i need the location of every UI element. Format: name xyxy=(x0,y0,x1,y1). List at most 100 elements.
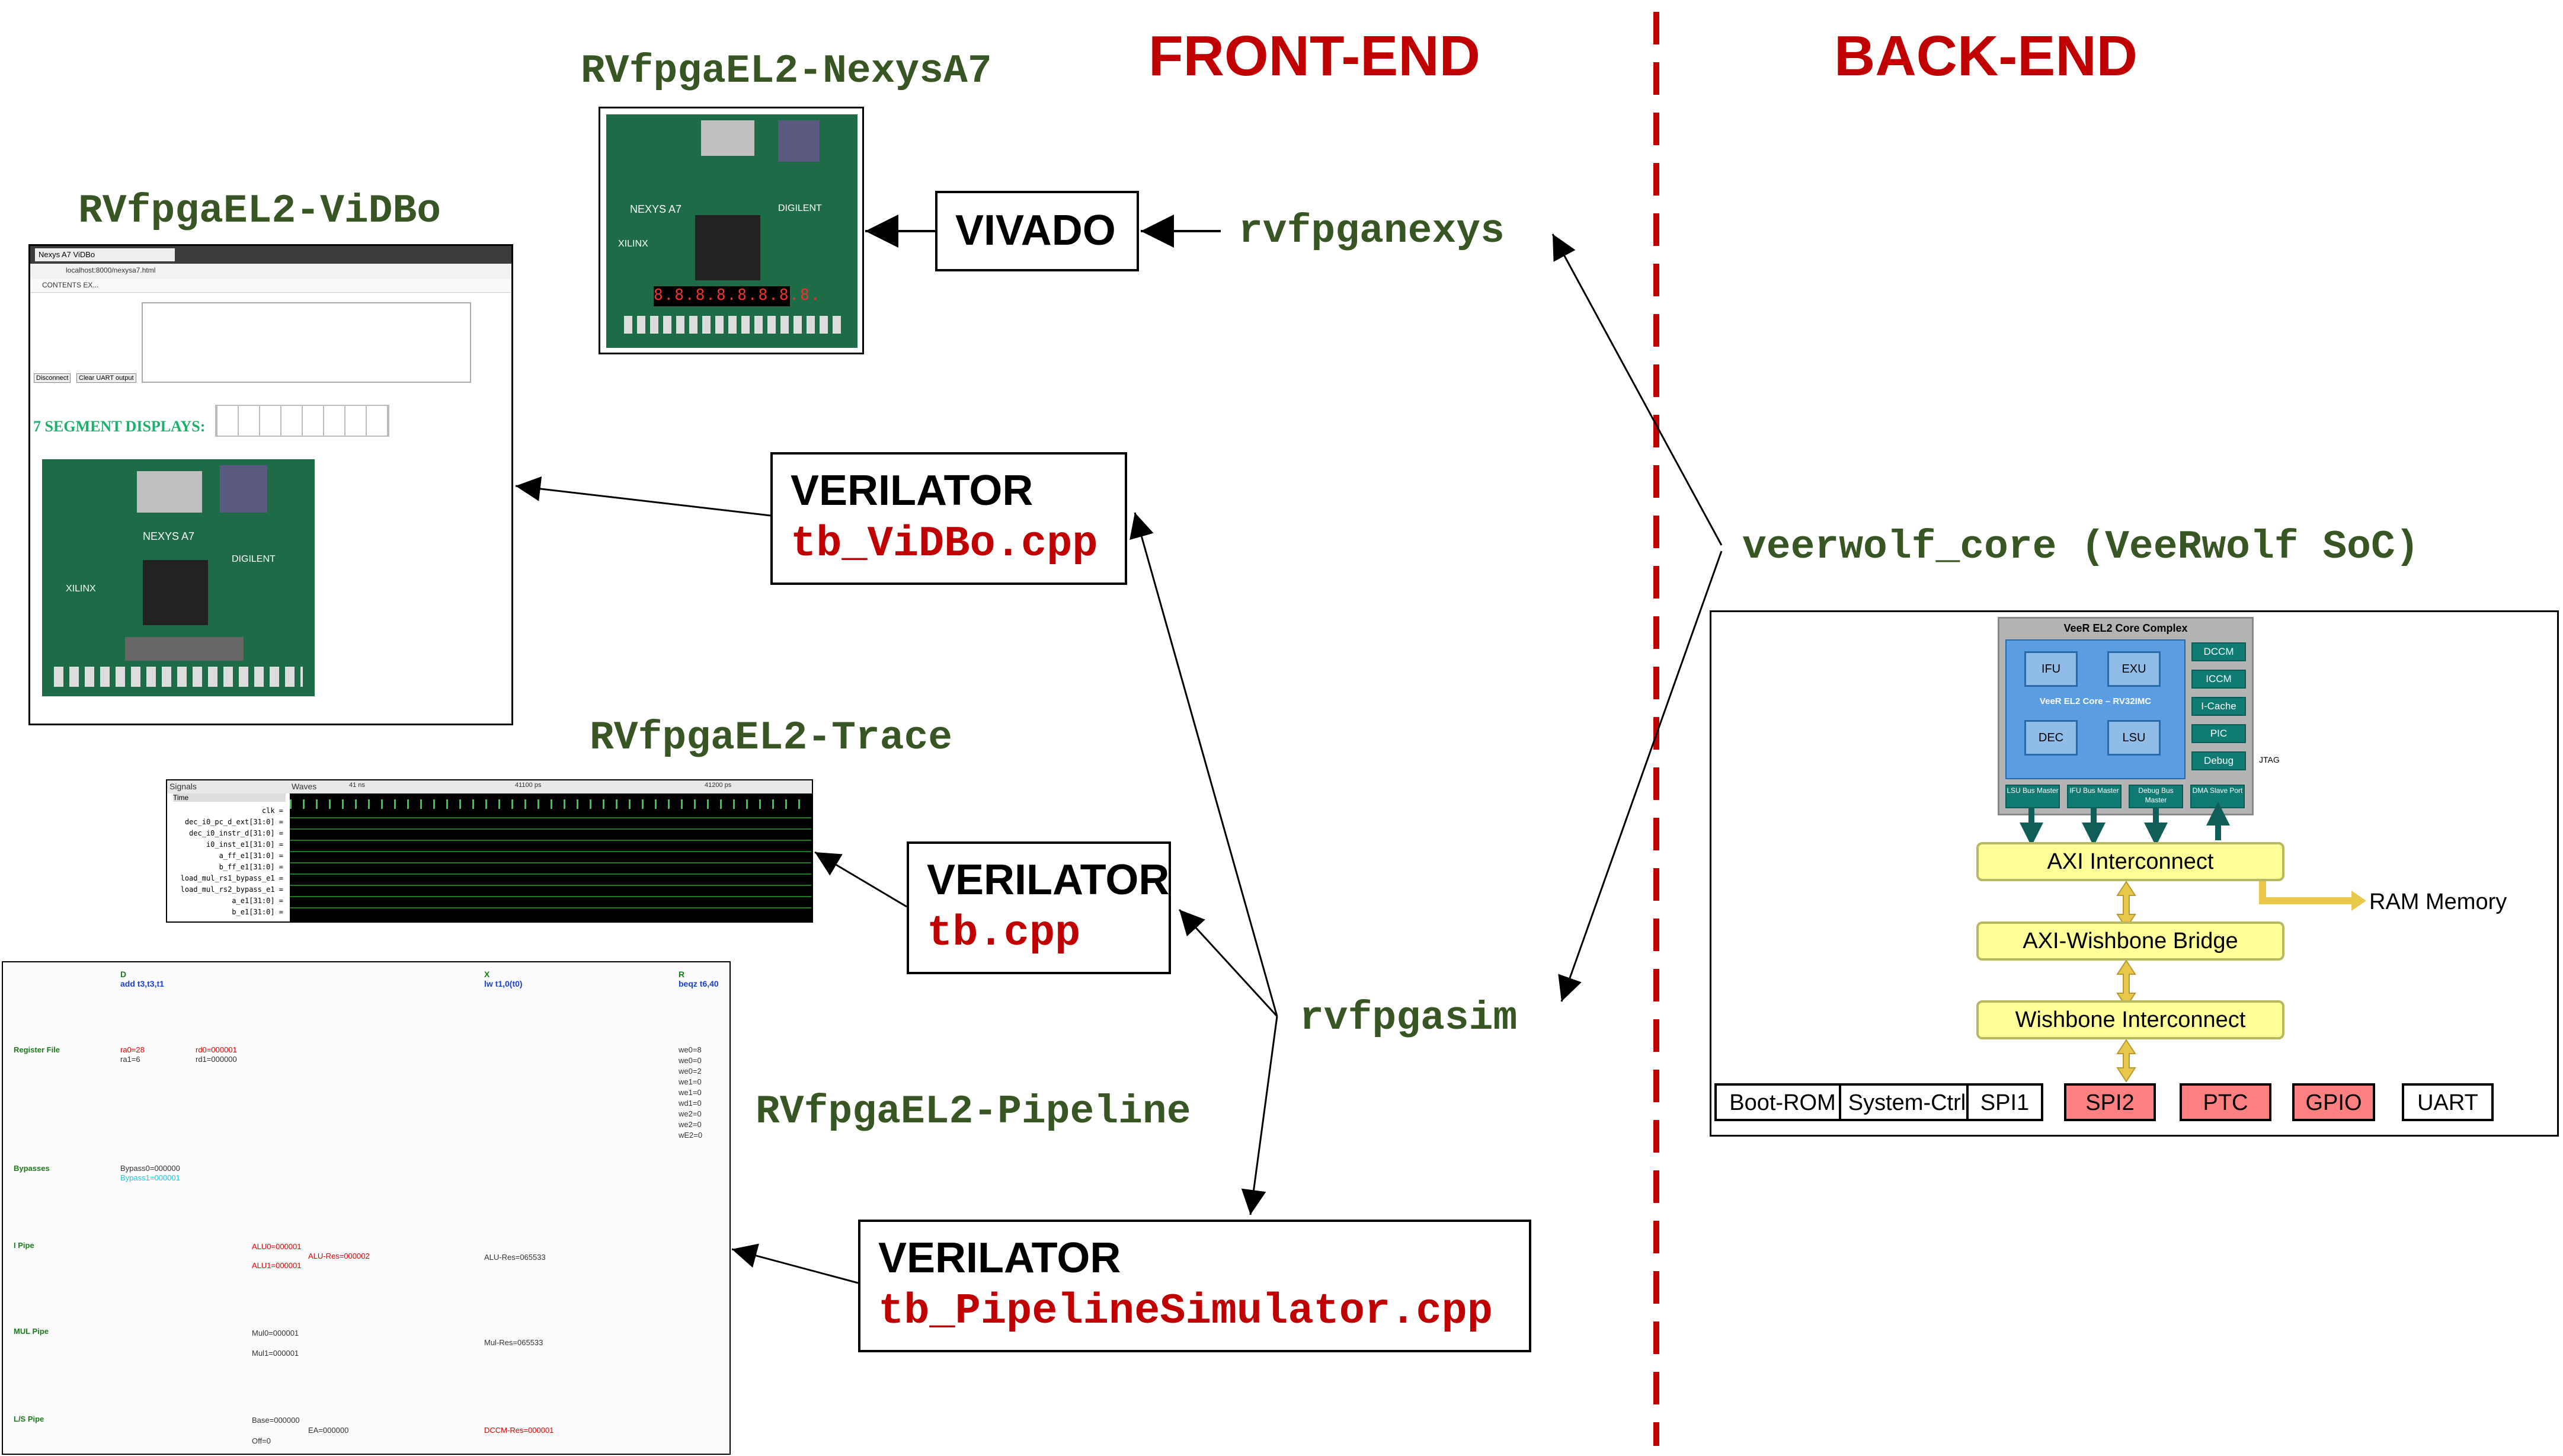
pic-block: PIC xyxy=(2191,724,2246,743)
verilator-trace-box: VERILATOR tb.cpp xyxy=(907,841,1171,974)
vidbo-board-image: NEXYS A7 XILINX DIGILENT xyxy=(42,459,315,696)
base: Base=000000 xyxy=(252,1416,300,1425)
signal-name[interactable]: clk = xyxy=(261,807,283,815)
vidbo-tab[interactable]: Nexys A7 ViDBo xyxy=(35,248,175,261)
core-block: IFU EXU VeeR EL2 Core – RV32IMC DEC LSU xyxy=(2005,639,2186,779)
mul1: Mul1=000001 xyxy=(252,1349,299,1358)
ea: EA=000000 xyxy=(308,1426,349,1435)
arrow-verilator3-pipeline xyxy=(731,1243,859,1284)
signal-name[interactable]: b_e1[31:0] = xyxy=(232,908,283,916)
vidbo-board-name: NEXYS A7 xyxy=(143,530,195,542)
verilator-pipeline-box: VERILATOR tb_PipelineSimulator.cpp xyxy=(858,1220,1531,1352)
label-rvfpgasim: rvfpgasim xyxy=(1300,996,1518,1041)
write-enable-value: we1=0 xyxy=(679,1077,702,1086)
write-enable-value: we2=0 xyxy=(679,1109,702,1118)
signal-name[interactable]: a_ff_e1[31:0] = xyxy=(219,852,283,860)
label-trace: RVfpgaEL2-Trace xyxy=(590,715,953,761)
axi-wishbone-bridge: AXI-Wishbone Bridge xyxy=(1976,921,2284,961)
exu-block: EXU xyxy=(2107,651,2161,687)
vivado-box: VIVADO xyxy=(935,191,1139,271)
write-enable-value: we1=0 xyxy=(679,1088,702,1097)
verilator-pipeline-file: tb_PipelineSimulator.cpp xyxy=(878,1287,1493,1336)
label-pipeline: RVfpgaEL2-Pipeline xyxy=(756,1089,1191,1135)
alu-res: ALU-Res=065533 xyxy=(484,1253,546,1262)
vidbo-url[interactable]: localhost:8000/nexysa7.html xyxy=(66,266,156,274)
write-enable-value: we0=8 xyxy=(679,1045,702,1054)
label-vidbo: RVfpgaEL2-ViDBo xyxy=(78,188,441,234)
verilator-trace-file: tb.cpp xyxy=(927,909,1081,958)
board-brand-xilinx: XILINX xyxy=(618,239,648,249)
signal-name[interactable]: b_ff_e1[31:0] = xyxy=(219,863,283,871)
register-file-label: Register File xyxy=(14,1045,60,1054)
arrow-rvfpgasim-verilator1 xyxy=(1129,512,1278,1017)
verilator-vidbo-file: tb_ViDBo.cpp xyxy=(791,520,1098,568)
bypass0: Bypass0=000000 xyxy=(120,1164,180,1173)
ls-pipe-label: L/S Pipe xyxy=(14,1415,44,1423)
alu1: ALU1=000001 xyxy=(252,1261,302,1270)
signal-name[interactable]: i0_inst_e1[31:0] = xyxy=(206,840,283,849)
write-enable-value: we2=0 xyxy=(679,1120,702,1129)
icache-block: I-Cache xyxy=(2191,697,2246,716)
verilator-trace-label: VERILATOR xyxy=(927,856,1170,904)
signal-name[interactable]: dec_i0_pc_d_ext[31:0] = xyxy=(184,818,283,826)
dccm-block: DCCM xyxy=(2191,642,2246,661)
waveform-area[interactable]: 41 ns 41100 ps 41200 ps xyxy=(290,782,812,921)
arrow-rvfpgasim-verilator3 xyxy=(1241,1016,1278,1215)
time-mark-1: 41 ns xyxy=(349,782,365,789)
signal-name[interactable]: a_e1[31:0] = xyxy=(232,897,283,905)
signal-name[interactable]: load_mul_rs2_bypass_e1 = xyxy=(180,885,283,894)
waves-header: Waves xyxy=(292,782,317,791)
lsu-block: LSU xyxy=(2107,720,2161,756)
soc-diagram: VeeR EL2 Core Complex IFU EXU VeeR EL2 C… xyxy=(1710,610,2559,1137)
vivado-label: VIVADO xyxy=(955,207,1116,254)
seven-seg-label: 7 SEGMENT DISPLAYS: xyxy=(33,418,206,435)
rd0: rd0=000001 xyxy=(196,1045,237,1054)
arrow-verilator1-vidbo xyxy=(515,476,771,517)
peripheral-spi1: SPI1 xyxy=(1966,1083,2043,1121)
peripheral-boot-rom: Boot-ROM xyxy=(1714,1083,1851,1121)
bypass1: Bypass1=000001 xyxy=(120,1173,180,1182)
vidbo-window: Nexys A7 ViDBo localhost:8000/nexysa7.ht… xyxy=(28,244,513,725)
vidbo-board-xilinx: XILINX xyxy=(66,584,96,594)
lsu-bus-master: LSU Bus Master xyxy=(2005,785,2060,808)
axi-interconnect: AXI Interconnect xyxy=(1976,842,2284,881)
signal-name[interactable]: dec_i0_instr_d[31:0] = xyxy=(189,829,283,837)
clear-uart-button[interactable]: Clear UART output xyxy=(76,373,136,383)
arrow-veerwolf-rvfpgasim xyxy=(1558,551,1723,1002)
mul0: Mul0=000001 xyxy=(252,1329,299,1337)
disconnect-button[interactable]: Disconnect xyxy=(34,373,71,383)
rs0: ra0=28 xyxy=(120,1045,145,1054)
verilator-vidbo-box: VERILATOR tb_ViDBo.cpp xyxy=(770,452,1127,585)
bypasses-label: Bypasses xyxy=(14,1164,50,1173)
label-rvfpganexys: rvfpganexys xyxy=(1239,209,1505,254)
time-mark-3: 41200 ps xyxy=(705,782,732,789)
peripheral-spi2: SPI2 xyxy=(2064,1083,2156,1121)
arrow-veerwolf-rvfpganexys xyxy=(1551,233,1723,546)
back-end-heading: BACK-END xyxy=(1834,24,2138,88)
signal-name[interactable]: load_mul_rs1_bypass_e1 = xyxy=(180,874,283,882)
verilator-vidbo-label: VERILATOR xyxy=(791,467,1033,514)
dccm-res: DCCM-Res=000001 xyxy=(484,1426,554,1435)
alu-res-red: ALU-Res=000002 xyxy=(308,1252,370,1260)
trace-window: Signals Waves Time clk =dec_i0_pc_d_ext[… xyxy=(166,779,813,923)
offs: Off=0 xyxy=(252,1436,271,1445)
ram-memory-label: RAM Memory xyxy=(2369,889,2507,914)
uart-output-textarea[interactable] xyxy=(142,302,471,383)
rs1: ra1=6 xyxy=(120,1055,140,1064)
ifu-bus-master: IFU Bus Master xyxy=(2067,785,2122,808)
col-x: X xyxy=(484,969,490,979)
vidbo-bookmark[interactable]: CONTENTS EX... xyxy=(42,281,99,289)
i-pipe-label: I Pipe xyxy=(14,1241,34,1250)
time-label: Time xyxy=(173,793,286,802)
col-x-instr: lw t1,0(t0) xyxy=(484,979,523,988)
arrow-verilator2-trace xyxy=(814,851,907,908)
col-d-instr: add t3,t3,t1 xyxy=(120,979,164,988)
debug-block: Debug xyxy=(2191,751,2246,770)
board-pcb: NEXYS A7 XILINX DIGILENT 8.8.8.8.8.8.8.8… xyxy=(606,114,857,348)
col-r-instr: beqz t6,40 xyxy=(679,979,719,988)
ifu-block: IFU xyxy=(2024,651,2078,687)
mul-res: Mul-Res=065533 xyxy=(484,1338,543,1347)
col-d: D xyxy=(120,969,127,979)
rd1: rd1=000000 xyxy=(196,1055,237,1064)
